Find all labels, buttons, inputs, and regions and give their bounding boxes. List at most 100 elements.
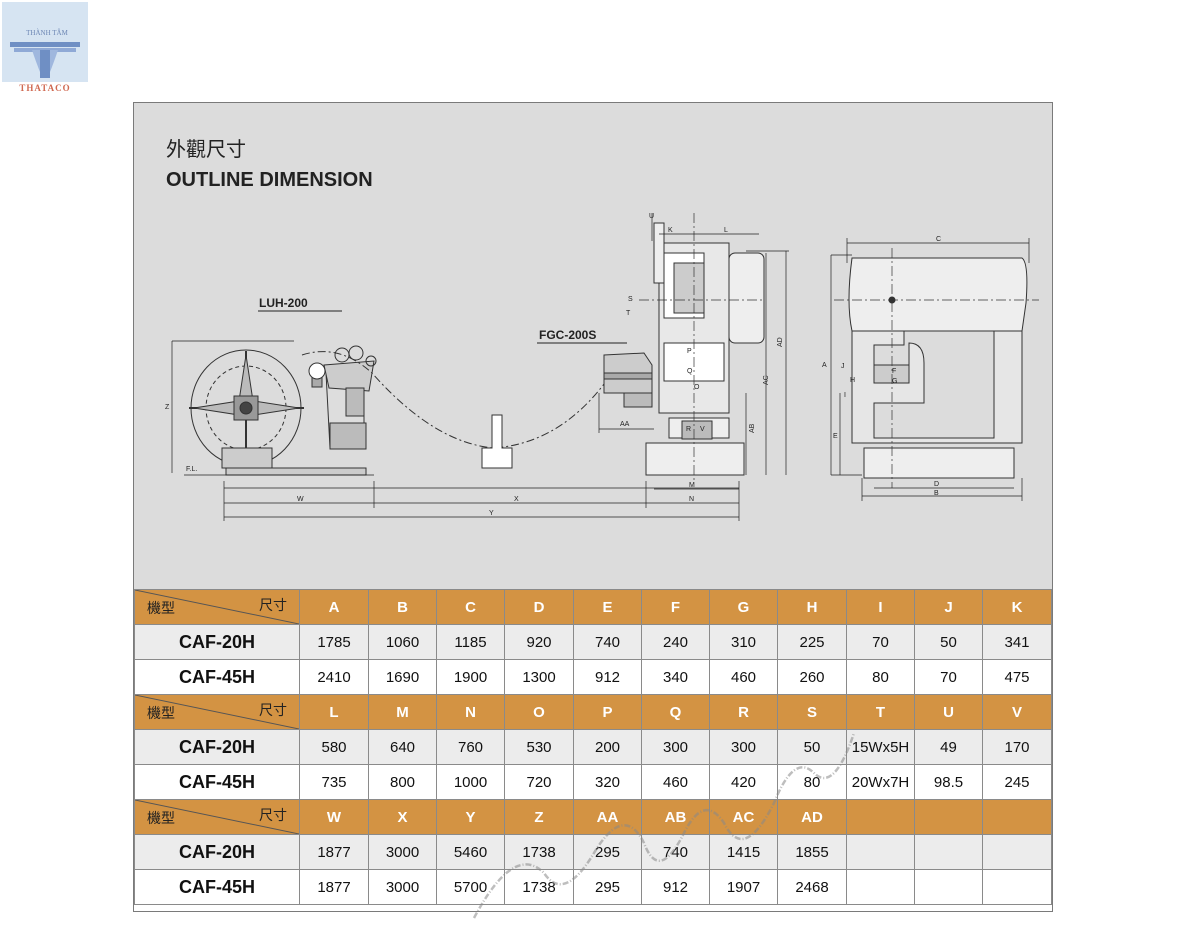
value-cell: 240 (641, 624, 710, 660)
value-cell: 1000 (436, 764, 505, 800)
column-header: Z (504, 799, 574, 835)
column-header: O (504, 694, 574, 730)
value-cell: 420 (709, 764, 778, 800)
corner-dimension-label: 尺寸 (259, 703, 287, 719)
value-cell: 50 (777, 729, 847, 765)
dim-label-u: U (649, 213, 654, 220)
column-header: T (846, 694, 915, 730)
value-cell: 3000 (368, 834, 437, 870)
corner-model-label: 機型 (147, 601, 175, 617)
outline-drawing-panel: 外觀尺寸 OUTLINE DIMENSION (134, 103, 1052, 589)
dim-label-a: A (822, 362, 827, 369)
column-header: P (573, 694, 642, 730)
value-cell (914, 834, 983, 870)
model-cell: CAF-45H (134, 764, 300, 800)
value-cell: 15Wx5H (846, 729, 915, 765)
dim-label-i: I (844, 392, 846, 399)
value-cell: 530 (504, 729, 574, 765)
value-cell: 460 (709, 659, 778, 695)
value-cell: 320 (573, 764, 642, 800)
value-cell: 80 (777, 764, 847, 800)
value-cell: 170 (982, 729, 1052, 765)
dim-label-ab: AB (749, 423, 756, 433)
value-cell (914, 869, 983, 905)
column-header: Q (641, 694, 710, 730)
column-header: V (982, 694, 1052, 730)
value-cell (982, 869, 1052, 905)
corner-dimension-label: 尺寸 (259, 808, 287, 824)
dim-label-g: G (892, 378, 897, 385)
value-cell: 5460 (436, 834, 505, 870)
value-cell: 310 (709, 624, 778, 660)
dim-label-b: B (934, 490, 939, 497)
value-cell: 1060 (368, 624, 437, 660)
value-cell: 70 (846, 624, 915, 660)
table-corner-cell: 機型尺寸 (134, 799, 300, 835)
column-header: AC (709, 799, 778, 835)
logo-name-text: THÀNH TÂM (26, 29, 68, 37)
column-header: AA (573, 799, 642, 835)
column-header: C (436, 589, 505, 625)
value-cell: 1877 (299, 834, 369, 870)
column-header: D (504, 589, 574, 625)
column-header: N (436, 694, 505, 730)
model-cell: CAF-45H (134, 869, 300, 905)
value-cell: 2410 (299, 659, 369, 695)
corner-dimension-label: 尺寸 (259, 598, 287, 614)
label-uncoiler-model: LUH-200 (259, 296, 308, 310)
column-header: X (368, 799, 437, 835)
value-cell: 20Wx7H (846, 764, 915, 800)
title-english: OUTLINE DIMENSION (166, 169, 373, 191)
dim-label-s: S (628, 296, 633, 303)
label-feeder-model: FGC-200S (539, 328, 596, 342)
dim-label-j: J (841, 363, 845, 370)
value-cell: 912 (641, 869, 710, 905)
dim-label-t: T (626, 310, 631, 317)
dim-label-ac: AC (763, 375, 770, 385)
logo-brand-text: THATACO (19, 83, 71, 93)
value-cell: 1690 (368, 659, 437, 695)
value-cell (982, 834, 1052, 870)
column-header: A (299, 589, 369, 625)
value-cell: 1185 (436, 624, 505, 660)
column-header: R (709, 694, 778, 730)
dim-label-c: C (936, 236, 941, 243)
table-corner-cell: 機型尺寸 (134, 694, 300, 730)
value-cell: 245 (982, 764, 1052, 800)
value-cell: 1300 (504, 659, 574, 695)
column-header: S (777, 694, 847, 730)
value-cell: 341 (982, 624, 1052, 660)
value-cell: 735 (299, 764, 369, 800)
value-cell: 1900 (436, 659, 505, 695)
logo-t-icon (10, 42, 80, 78)
column-header: K (982, 589, 1052, 625)
value-cell (846, 869, 915, 905)
value-cell: 260 (777, 659, 847, 695)
value-cell: 80 (846, 659, 915, 695)
value-cell: 640 (368, 729, 437, 765)
value-cell: 580 (299, 729, 369, 765)
column-header (982, 799, 1052, 835)
dim-label-v: V (700, 426, 705, 433)
value-cell: 49 (914, 729, 983, 765)
column-header: I (846, 589, 915, 625)
column-header: L (299, 694, 369, 730)
dim-label-e: E (833, 433, 838, 440)
dim-label-m: M (689, 482, 695, 489)
value-cell: 300 (641, 729, 710, 765)
value-cell: 2468 (777, 869, 847, 905)
value-cell: 920 (504, 624, 574, 660)
value-cell: 1738 (504, 834, 574, 870)
dim-label-y: Y (489, 510, 494, 517)
value-cell: 1785 (299, 624, 369, 660)
value-cell: 1415 (709, 834, 778, 870)
value-cell: 800 (368, 764, 437, 800)
